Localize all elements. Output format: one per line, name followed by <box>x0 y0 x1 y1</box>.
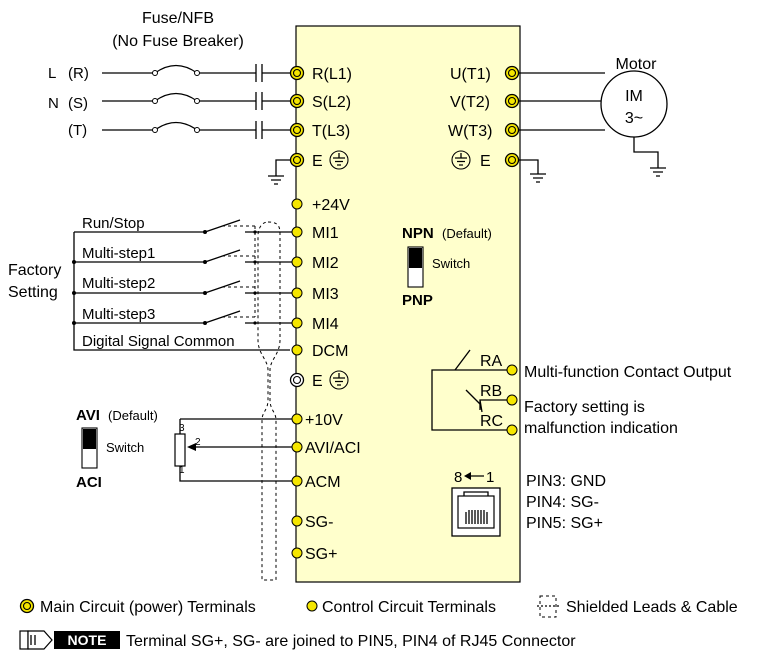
shielded-cable-icon <box>537 595 559 618</box>
rj45-connector-icon[interactable] <box>451 487 501 537</box>
rj45-pin-left: 8 <box>454 469 462 486</box>
terminal-mi2[interactable] <box>291 256 303 268</box>
label-ra: RA <box>480 353 503 370</box>
terminal-e-left-label: E <box>312 153 323 170</box>
label-sg-minus: SG- <box>305 514 333 531</box>
note-text: Terminal SG+, SG- are joined to PIN5, PI… <box>126 633 576 650</box>
terminal-avi-aci[interactable] <box>291 441 303 453</box>
terminal-mi1[interactable] <box>291 226 303 238</box>
label-run-stop: Run/Stop <box>82 215 145 232</box>
note-badge: NOTE <box>68 632 107 648</box>
npn-label: NPN <box>402 225 434 242</box>
terminal-10v[interactable] <box>291 413 303 425</box>
main-terminals-right <box>504 65 520 168</box>
label-factory: Factory <box>8 262 61 279</box>
control-terminal-icon <box>306 600 318 612</box>
terminal-rc[interactable] <box>506 424 518 436</box>
label-10v: +10V <box>305 412 343 429</box>
input-switch-wiring <box>72 219 292 581</box>
r-phase-label: (R) <box>68 65 89 82</box>
relay-terminals <box>506 364 518 436</box>
legend-main: Main Circuit (power) Terminals <box>40 599 256 616</box>
terminal-dcm[interactable] <box>291 344 303 356</box>
label-digital-signal-common: Digital Signal Common <box>82 333 235 350</box>
label-multi-step2: Multi-step2 <box>82 275 155 292</box>
avi-aci-switch[interactable] <box>81 427 98 469</box>
terminal-ra[interactable] <box>506 364 518 376</box>
avi-switch-label: Switch <box>106 440 144 455</box>
relay-note1: Factory setting is <box>524 399 645 416</box>
legend-shielded: Shielded Leads & Cable <box>566 599 738 616</box>
terminal-r-label: R(L1) <box>312 66 352 83</box>
potentiometer <box>174 418 292 482</box>
rj45-pin5: PIN5: SG+ <box>526 515 603 532</box>
motor-line2: 3~ <box>625 110 643 127</box>
motor-line1: IM <box>625 88 643 105</box>
avi-default-label: (Default) <box>108 408 158 423</box>
ground-icon <box>329 370 349 390</box>
relay-note2: malfunction indication <box>524 420 678 437</box>
terminal-mi3[interactable] <box>291 287 303 299</box>
terminal-t-label: T(L3) <box>312 123 350 140</box>
terminal-rb[interactable] <box>506 394 518 406</box>
npn-pnp-switch[interactable] <box>407 246 424 288</box>
pot-pin2: 2 <box>195 437 201 448</box>
label-rb: RB <box>480 383 502 400</box>
t-phase-label: (T) <box>68 122 87 139</box>
npn-default-label: (Default) <box>442 226 492 241</box>
terminal-w-label: W(T3) <box>448 123 492 140</box>
terminal-sg-plus[interactable] <box>291 547 303 559</box>
terminal-sg-minus[interactable] <box>291 515 303 527</box>
label-dcm: DCM <box>312 343 348 360</box>
power-lines <box>102 64 290 185</box>
label-e-control: E <box>312 373 323 390</box>
label-setting: Setting <box>8 284 58 301</box>
label-acm: ACM <box>305 474 341 491</box>
relay-title: Multi-function Contact Output <box>524 364 732 381</box>
aci-label: ACI <box>76 474 102 491</box>
rj45-pin-right: 1 <box>486 469 494 486</box>
control-terminals <box>289 198 305 559</box>
label-mi3: MI3 <box>312 286 339 303</box>
label-24v: +24V <box>312 197 350 214</box>
label-avi-aci: AVI/ACI <box>305 440 361 457</box>
pnp-label: PNP <box>402 292 433 309</box>
terminal-u-label: U(T1) <box>450 66 491 83</box>
label-multi-step1: Multi-step1 <box>82 245 155 262</box>
s-phase-label: (S) <box>68 95 88 112</box>
fuse-subtitle: (No Fuse Breaker) <box>112 33 244 50</box>
relay-wiring <box>431 349 512 431</box>
terminal-e-right-label: E <box>480 153 491 170</box>
rj45-pin3: PIN3: GND <box>526 473 606 490</box>
terminal-s-label: S(L2) <box>312 94 351 111</box>
n-label: N <box>48 95 59 112</box>
legend <box>19 595 559 618</box>
label-multi-step3: Multi-step3 <box>82 306 155 323</box>
fuse-title: Fuse/NFB <box>142 10 214 27</box>
l-label: L <box>48 65 56 82</box>
motor-wiring <box>519 72 666 183</box>
main-terminals-left <box>289 65 305 168</box>
terminal-mi4[interactable] <box>291 317 303 329</box>
avi-label: AVI <box>76 407 100 424</box>
legend-control: Control Circuit Terminals <box>322 599 496 616</box>
note-icon <box>19 630 120 650</box>
npn-switch-label: Switch <box>432 256 470 271</box>
ground-icon <box>329 150 349 170</box>
motor-title: Motor <box>616 56 658 73</box>
label-mi4: MI4 <box>312 316 339 333</box>
terminal-24v[interactable] <box>291 198 303 210</box>
label-rc: RC <box>480 413 503 430</box>
pot-pin3: 3 <box>179 423 185 434</box>
label-mi1: MI1 <box>312 225 339 242</box>
terminal-v-label: V(T2) <box>450 94 490 111</box>
ground-icon <box>451 150 471 170</box>
terminal-acm[interactable] <box>291 475 303 487</box>
label-mi2: MI2 <box>312 255 339 272</box>
rj45-pin4: PIN4: SG- <box>526 494 599 511</box>
label-sg-plus: SG+ <box>305 546 337 563</box>
pot-pin1: 1 <box>179 465 185 476</box>
